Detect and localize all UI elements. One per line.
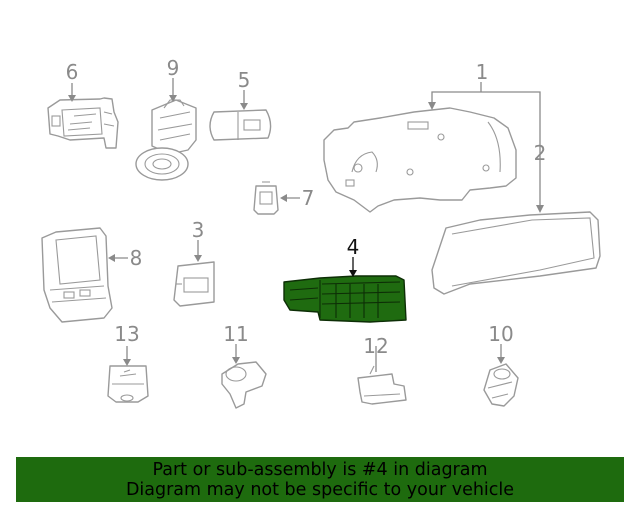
part-5: 5 [209,68,272,141]
label-9: 9 [167,56,180,80]
label-13: 13 [114,322,139,346]
label-8: 8 [130,246,143,270]
part-13: 13 [107,322,149,403]
info-banner: Part or sub-assembly is #4 in diagram Di… [16,457,624,502]
part-2: 2 [431,141,601,295]
banner-line-1: Part or sub-assembly is #4 in diagram [152,460,488,480]
part-4-highlighted: 4 [283,235,407,323]
label-2: 2 [534,141,547,165]
label-4: 4 [347,235,360,259]
part-8: 8 [41,227,143,323]
label-6: 6 [66,60,79,84]
label-11: 11 [223,322,248,346]
label-7: 7 [302,186,315,210]
label-10: 10 [488,322,513,346]
part-11: 11 [221,322,267,409]
part-10: 10 [483,322,519,407]
part-7: 7 [253,181,315,215]
part-1: 1 [323,60,541,213]
label-5: 5 [238,68,251,92]
part-12: 12 [357,334,407,405]
label-1: 1 [476,60,489,84]
banner-line-2: Diagram may not be specific to your vehi… [125,480,515,500]
label-12: 12 [363,334,388,358]
part-3: 3 [173,218,215,307]
part-9: 9 [135,56,197,181]
part-6: 6 [47,60,119,149]
label-3: 3 [192,218,205,242]
